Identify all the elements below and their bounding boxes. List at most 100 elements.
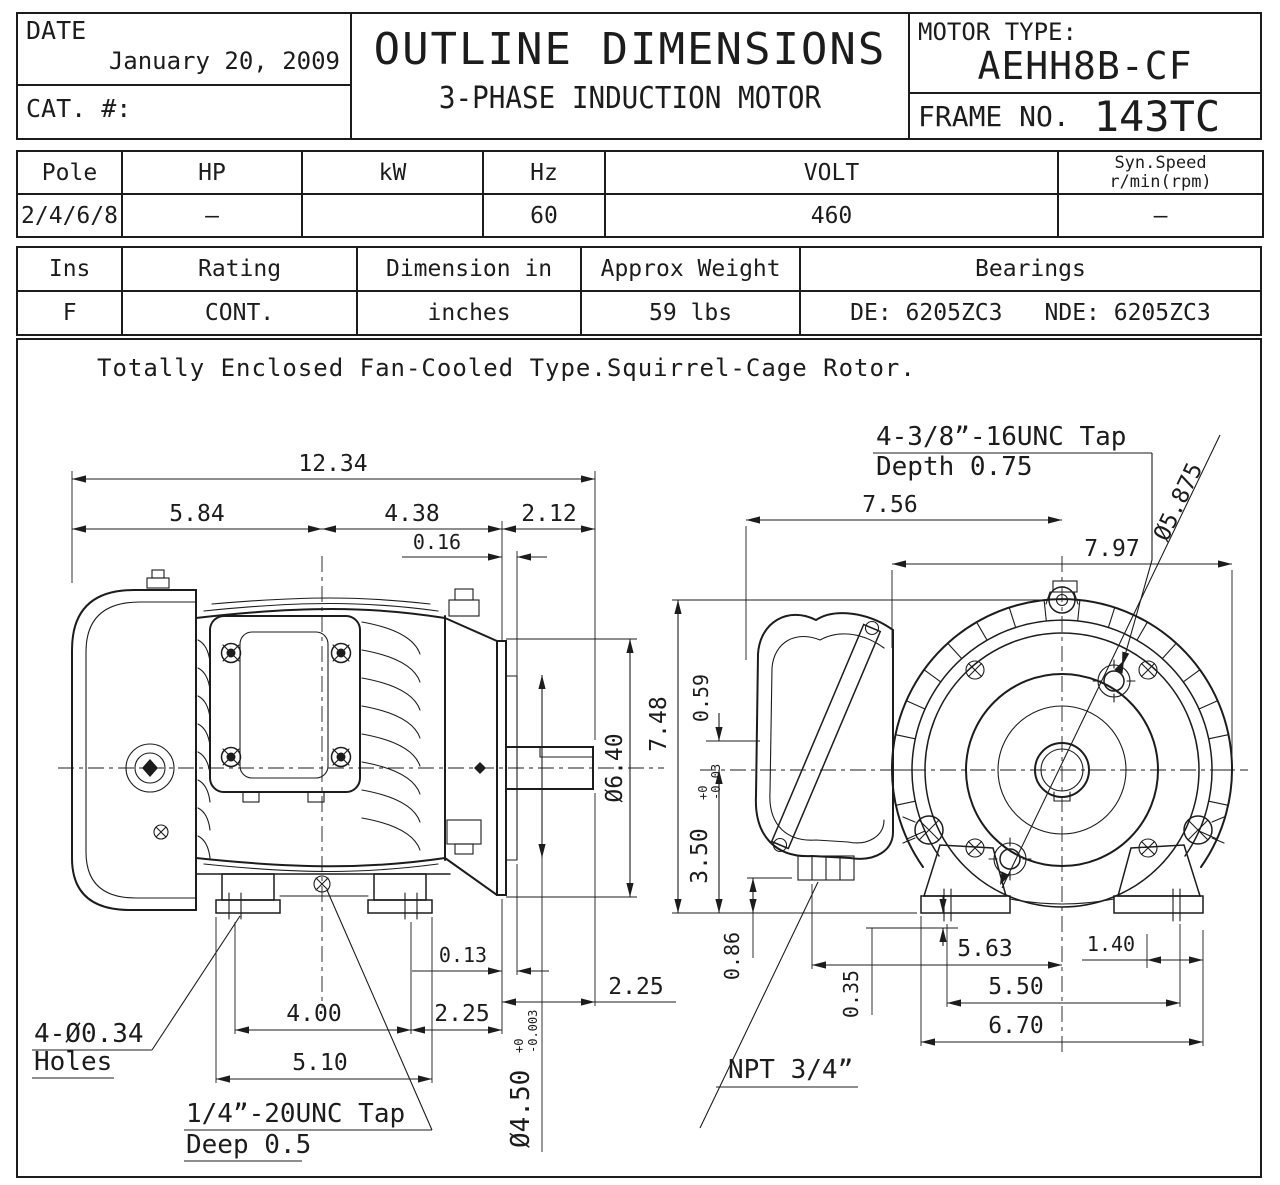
dim-shaft-height: 3.50 bbox=[687, 828, 713, 883]
fin-line bbox=[1182, 669, 1201, 683]
dim-bolt-circle: Ø5.875 bbox=[1149, 459, 1208, 545]
rating-value-syn-speed: – bbox=[1057, 193, 1264, 238]
eyebolt bbox=[1045, 580, 1079, 614]
fin-line bbox=[1043, 600, 1047, 622]
fin-line bbox=[197, 695, 211, 719]
rating-value-kw bbox=[301, 193, 484, 238]
dim-face-step: 0.13 bbox=[439, 943, 487, 967]
frame-circle bbox=[924, 632, 1200, 908]
rating-header-volt: VOLT bbox=[604, 150, 1059, 195]
fin-line bbox=[361, 705, 421, 739]
fin-line bbox=[895, 800, 916, 806]
face-screw bbox=[1138, 660, 1158, 680]
keyway-notch bbox=[1053, 791, 1071, 802]
fin-line bbox=[197, 779, 211, 803]
clamp-bolt-right bbox=[1183, 815, 1225, 845]
lifting-boss bbox=[448, 599, 480, 617]
frame-value: 143TC bbox=[1093, 91, 1221, 141]
cover-screws bbox=[220, 642, 352, 768]
spec-value-rating: CONT. bbox=[121, 290, 358, 336]
fin-line bbox=[197, 667, 211, 691]
dim-box-bottom: 0.86 bbox=[720, 932, 744, 980]
radial-fins bbox=[891, 600, 1233, 840]
callout-base-tap-2: Deep 0.5 bbox=[186, 1130, 311, 1160]
sheet-subtitle: 3-PHASE INDUCTION MOTOR bbox=[438, 81, 822, 116]
fan-cover bbox=[71, 569, 197, 911]
cover-bottom-nut bbox=[242, 791, 260, 803]
dim-pilot-diameter: Ø4.50 bbox=[506, 1070, 536, 1148]
syn-speed-line1: Syn.Speed bbox=[1114, 153, 1207, 174]
rating-value-pole: 2/4/6/8 bbox=[16, 193, 123, 238]
motor-type-value: AEHH8B-CF bbox=[977, 44, 1193, 88]
dim-center-offset: 1.40 bbox=[1087, 932, 1135, 956]
fin-line bbox=[947, 643, 963, 660]
motor-type-label: MOTOR TYPE: bbox=[918, 18, 1077, 46]
fin-line bbox=[361, 817, 421, 851]
motor-type-block: MOTOR TYPE: AEHH8B-CF bbox=[908, 12, 1262, 94]
fan-cover-center-mark bbox=[142, 759, 158, 777]
bottom-boss bbox=[446, 819, 482, 845]
catalog-label: CAT. #: bbox=[26, 94, 132, 123]
spec-header-weight: Approx Weight bbox=[580, 246, 801, 292]
cooling-fins-right bbox=[361, 621, 421, 851]
dim-foot-to-face: 2.25 bbox=[434, 1001, 489, 1027]
side-view-dimensions: 12.34 5.84 4.38 2.12 0.16 Ø6.40 bbox=[32, 451, 676, 1162]
fin-line bbox=[361, 621, 421, 655]
fin-line bbox=[895, 734, 916, 740]
side-view: 12.34 5.84 4.38 2.12 0.16 Ø6.40 bbox=[32, 451, 676, 1162]
conduit-box bbox=[754, 612, 894, 881]
fin-line bbox=[1008, 607, 1017, 628]
callout-face-tap: 4-3/8”-16UNC Tap bbox=[876, 422, 1126, 452]
fin-line bbox=[197, 639, 211, 663]
base-tap-bolt bbox=[313, 875, 331, 893]
fin-line bbox=[1136, 622, 1148, 641]
spec-value-bearings: DE: 6205ZC3 NDE: 6205ZC3 bbox=[798, 290, 1263, 336]
dim-fan-end-to-center: 5.84 bbox=[169, 501, 224, 527]
cooling-fins-left bbox=[197, 639, 211, 859]
mounting-base bbox=[195, 873, 451, 920]
syn-speed-line2: r/min(rpm) bbox=[1109, 171, 1212, 192]
face-screw bbox=[965, 660, 985, 680]
dim-face-offset: 0.16 bbox=[413, 530, 461, 554]
foot-hole-marks bbox=[228, 892, 418, 920]
fin-line bbox=[361, 649, 421, 683]
fin-line bbox=[361, 733, 421, 767]
cover-screw bbox=[330, 642, 352, 664]
foot-right bbox=[373, 873, 427, 901]
title-block: OUTLINE DIMENSIONS 3-PHASE INDUCTION MOT… bbox=[350, 12, 910, 140]
fin-line bbox=[361, 677, 421, 711]
callout-face-tap-2: Depth 0.75 bbox=[876, 452, 1033, 482]
fin-line bbox=[197, 723, 211, 747]
fin-line bbox=[197, 807, 211, 831]
dim-above-centerline: 0.59 bbox=[689, 674, 713, 722]
fin-line bbox=[1107, 607, 1116, 628]
spec-header-ins: Ins bbox=[15, 246, 124, 292]
dim-foot-hole-spacing: 4.00 bbox=[286, 1001, 341, 1027]
dim-overall-height: 7.48 bbox=[646, 696, 672, 751]
bearing-de: DE: 6205ZC3 bbox=[850, 300, 1003, 326]
callout-conduit: NPT 3/4” bbox=[728, 1055, 853, 1085]
dim-body-diameter: Ø6.40 bbox=[602, 733, 628, 802]
rating-header-syn-speed: Syn.Speed r/min(rpm) bbox=[1057, 150, 1264, 195]
dim-outside-diameter: 7.97 bbox=[1084, 536, 1139, 562]
fin-line bbox=[361, 761, 421, 795]
cover-bottom-nut bbox=[307, 791, 325, 803]
dim-center-to-face: 4.38 bbox=[384, 501, 439, 527]
frame-block: FRAME NO. 143TC bbox=[908, 91, 1262, 141]
frame-label: FRAME NO. bbox=[918, 99, 1070, 133]
fin-line bbox=[1161, 643, 1177, 660]
date-block: DATE January 20, 2009 bbox=[16, 12, 352, 86]
fin-line bbox=[976, 622, 988, 641]
date-value: January 20, 2009 bbox=[108, 47, 340, 75]
spec-header-dimension: Dimension in bbox=[355, 246, 583, 292]
rating-value-volt: 460 bbox=[604, 193, 1059, 238]
rating-table: Pole HP kW Hz VOLT Syn.Speed r/min(rpm) … bbox=[16, 150, 1264, 238]
motor-body bbox=[195, 597, 446, 873]
dim-pad-thickness: 0.35 bbox=[839, 970, 863, 1018]
shaft-center-mark bbox=[474, 762, 486, 774]
dim-shaft-height-tol-upper: +0 bbox=[696, 786, 710, 800]
terminal-box-cover bbox=[209, 615, 361, 803]
dim-center-to-box: 7.56 bbox=[862, 492, 917, 518]
dim-pilot-tol-upper: +0 bbox=[512, 1039, 526, 1053]
foot-pad-right bbox=[367, 899, 433, 914]
